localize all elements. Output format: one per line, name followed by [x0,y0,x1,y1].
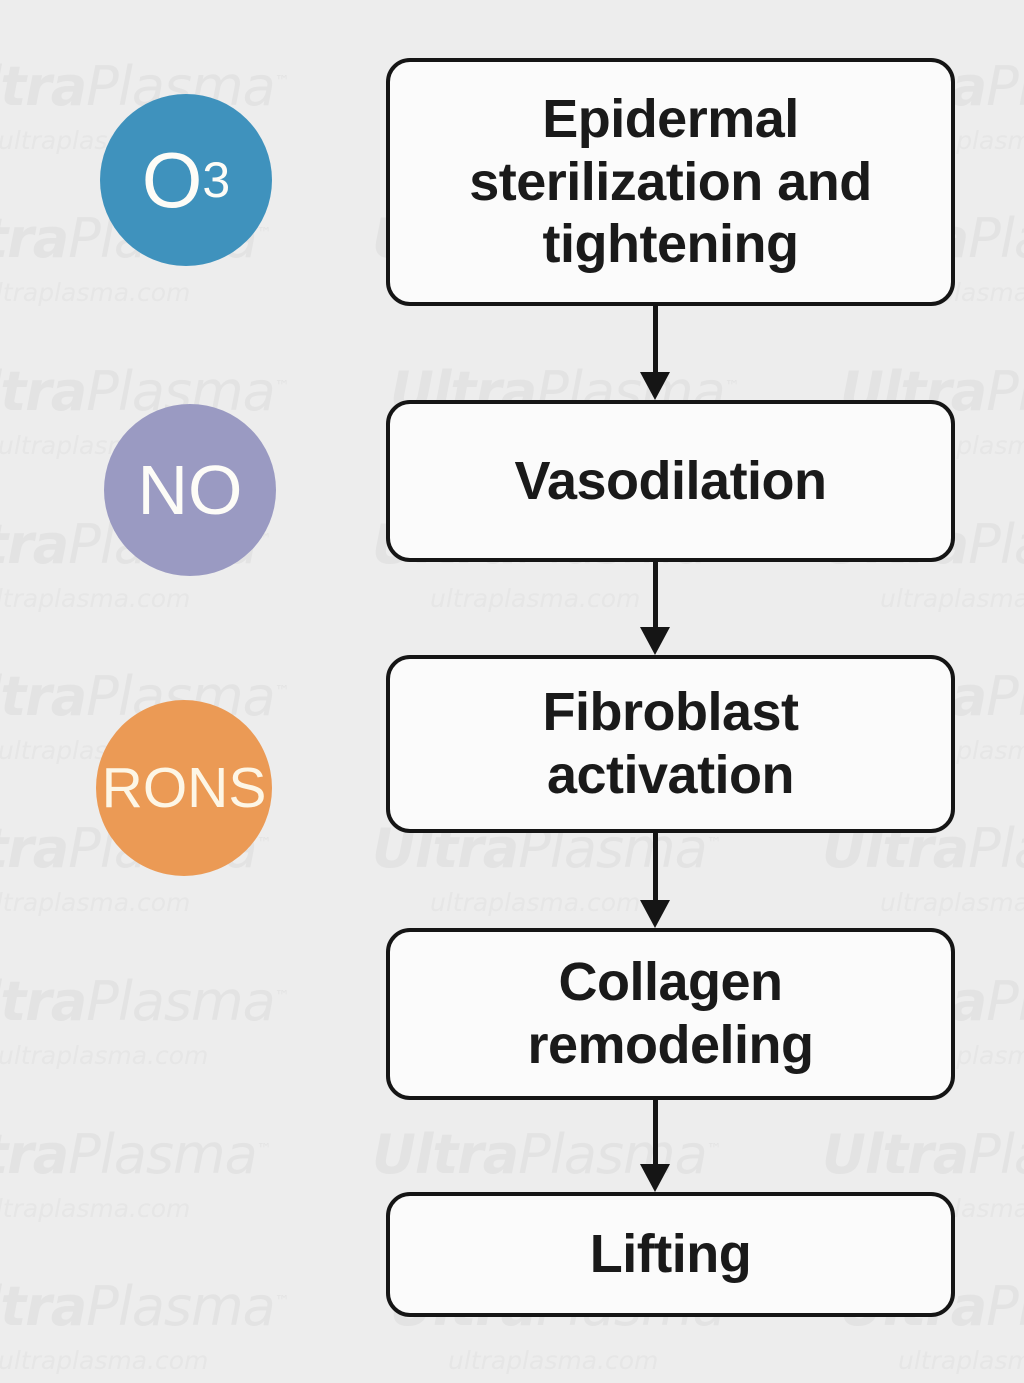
arrow-head [640,1164,670,1192]
arrow-shaft [653,306,658,372]
arrow-head [640,627,670,655]
arrow-down-icon-4 [640,1100,670,1192]
arrow-head [640,900,670,928]
flow-node-epidermal-sterilization[interactable]: Epidermal sterilization and tightening [386,58,955,306]
badge-no: NO [104,404,276,576]
badge-o3-label: O [141,136,203,224]
badge-o3-subscript: 3 [202,152,231,208]
arrow-down-icon-3 [640,833,670,928]
badge-no-label: NO [137,451,243,529]
arrow-down-icon-2 [640,562,670,655]
flow-node-collagen-remodeling[interactable]: Collagen remodeling [386,928,955,1100]
arrow-shaft [653,562,658,627]
arrow-shaft [653,833,658,900]
badge-rons-label: RONS [101,755,267,820]
arrow-down-icon-1 [640,306,670,400]
flow-node-lifting[interactable]: Lifting [386,1192,955,1317]
badge-rons: RONS [96,700,272,876]
flow-node-vasodilation[interactable]: Vasodilation [386,400,955,562]
flow-node-fibroblast-activation[interactable]: Fibroblast activation [386,655,955,833]
arrow-shaft [653,1100,658,1164]
arrow-head [640,372,670,400]
